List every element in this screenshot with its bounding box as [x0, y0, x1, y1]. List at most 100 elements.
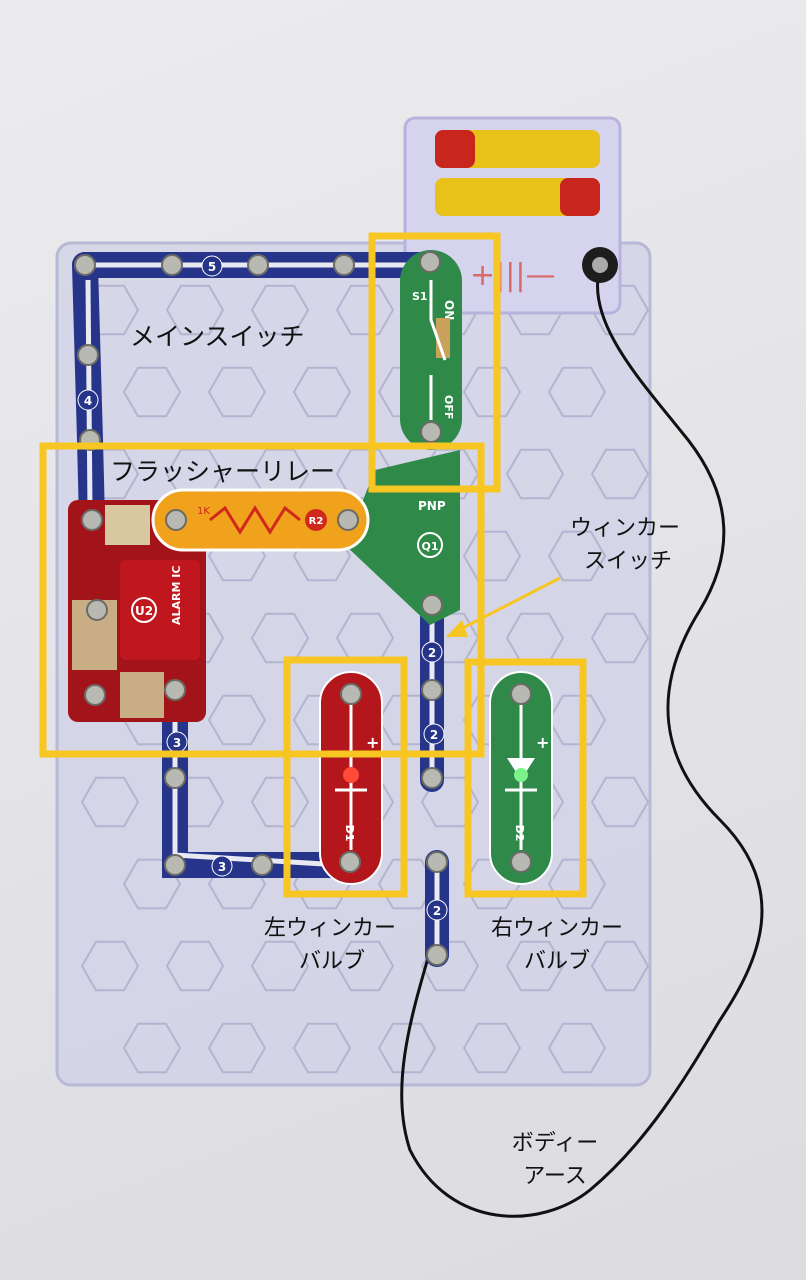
hex-hole	[547, 1022, 607, 1074]
battery-2	[435, 178, 600, 216]
d2-label: D2	[513, 825, 526, 842]
hex-hole	[420, 940, 480, 992]
snap-stud	[426, 851, 448, 873]
snap-stud	[333, 254, 355, 276]
wire-3b-label: 3	[218, 860, 226, 874]
snap-stud	[164, 767, 186, 789]
snap-stud	[74, 254, 96, 276]
label-main-switch: メインスイッチ	[130, 322, 305, 351]
snap-stud	[164, 679, 186, 701]
resistor-r2: 1K R2	[151, 488, 370, 552]
snap-stud	[251, 854, 273, 876]
snap-studs	[74, 251, 532, 966]
s1-label: S1	[412, 290, 428, 303]
switch-off-label: OFF	[442, 395, 455, 419]
hex-hole	[335, 940, 395, 992]
alarm-ic-u2: U2 ALARM IC	[68, 500, 206, 722]
label-body-ground-1: ボディー	[512, 1131, 598, 1156]
hex-hole	[462, 366, 522, 418]
hex-hole	[207, 366, 267, 418]
wire-2c-label: 2	[433, 904, 441, 918]
snap-stud	[337, 509, 359, 531]
pnp-transistor-q1: PNP Q1	[345, 450, 460, 625]
snap-stud	[81, 509, 103, 531]
wire-2b-label: 2	[430, 728, 438, 742]
switch-on-label: ON	[442, 300, 456, 320]
hex-hole	[505, 448, 565, 500]
alarm-ic-label: ALARM IC	[170, 566, 183, 625]
snap-stud	[421, 594, 443, 616]
snap-stud	[84, 684, 106, 706]
wire-labels: 5 4 3 3 2 2 2	[77, 255, 448, 921]
left-led-plus: +	[366, 733, 379, 752]
pnp-label: PNP	[418, 499, 446, 513]
label-winker-switch-1: ウィンカー	[570, 516, 680, 541]
snap-stud	[165, 509, 187, 531]
hex-hole	[250, 776, 310, 828]
hex-hole	[462, 530, 522, 582]
hex-hole	[547, 530, 607, 582]
label-left-bulb-2: バルブ	[299, 949, 365, 974]
snap-stud	[421, 767, 443, 789]
label-right-bulb-2: バルブ	[524, 949, 590, 974]
winker-switch-arrow	[454, 576, 561, 634]
d1-label: D1	[343, 825, 356, 842]
hex-hole	[80, 940, 140, 992]
svg-text:+|||—: +|||—	[470, 258, 555, 293]
snap-stud	[247, 254, 269, 276]
highlight-flasher-relay	[39, 442, 485, 758]
highlight-left-bulb	[283, 656, 408, 898]
snap-stud	[340, 683, 362, 705]
label-right-bulb-1: 右ウィンカー	[491, 916, 623, 941]
hex-hole	[207, 694, 267, 746]
hex-hole	[377, 858, 437, 910]
highlight-right-bulb	[464, 658, 587, 898]
hex-hole	[165, 284, 225, 336]
label-body-ground-2: アース	[523, 1164, 587, 1189]
wire-3a-label: 3	[173, 736, 181, 750]
main-switch-s1: ON OFF S1	[400, 250, 462, 450]
hex-hole	[292, 1022, 352, 1074]
snap-stud	[510, 851, 532, 873]
snap-stud	[510, 683, 532, 705]
hex-hole	[547, 858, 607, 910]
right-led-d2: + D2	[489, 671, 553, 885]
snap-stud	[426, 944, 448, 966]
wire-4-label: 4	[84, 394, 92, 408]
snap-stud	[339, 851, 361, 873]
hex-hole	[462, 1022, 522, 1074]
highlight-main-switch	[368, 232, 501, 493]
hex-hole	[207, 1022, 267, 1074]
highlight-boxes	[39, 232, 587, 898]
hex-hole	[590, 612, 650, 664]
label-left-bulb-1: 左ウィンカー	[264, 916, 396, 941]
hex-hole	[590, 776, 650, 828]
label-flasher-relay: フラッシャーリレー	[110, 457, 335, 486]
battery-1	[435, 130, 600, 168]
hex-hole	[80, 776, 140, 828]
u2-label: U2	[135, 604, 153, 618]
wire-5-label: 5	[208, 260, 216, 274]
arrow-head-icon	[446, 620, 468, 637]
hex-hole	[547, 366, 607, 418]
snap-stud	[77, 344, 99, 366]
snap-stud	[421, 679, 443, 701]
hex-hole	[122, 1022, 182, 1074]
battery-holder: +|||—	[403, 116, 622, 315]
hex-hole	[377, 1022, 437, 1074]
r2-label: R2	[309, 516, 324, 527]
resistor-value: 1K	[197, 506, 210, 517]
hex-hole	[335, 284, 395, 336]
hex-hole	[505, 940, 565, 992]
right-led-plus: +	[536, 733, 549, 752]
hex-hole	[590, 448, 650, 500]
ground-wire	[400, 267, 764, 1218]
hex-hole	[420, 776, 480, 828]
hex-hole	[250, 940, 310, 992]
wire-2a-label: 2	[428, 646, 436, 660]
q1-label: Q1	[421, 540, 438, 553]
snap-stud	[420, 421, 442, 443]
snap-stud	[164, 854, 186, 876]
